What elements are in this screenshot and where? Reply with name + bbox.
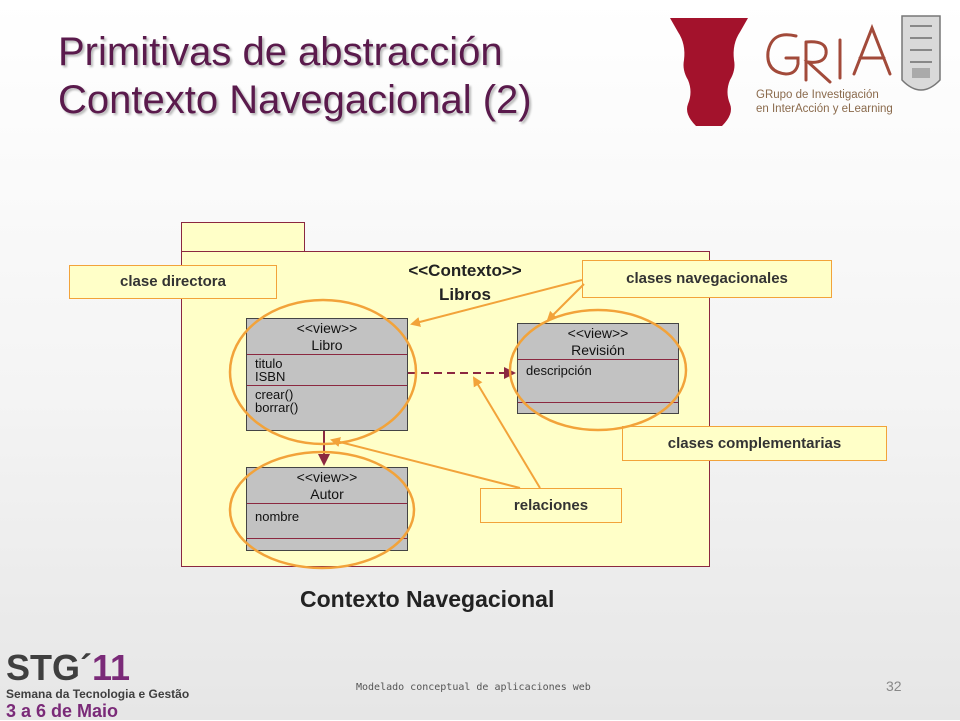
package-name: <<Contexto>> Libros <box>380 259 550 307</box>
package-stereotype: <<Contexto>> <box>408 261 522 280</box>
class-revision-name: Revisión <box>571 342 625 358</box>
class-revision-stereotype: <<view>> <box>567 325 629 341</box>
class-autor-attributes: nombre <box>247 503 407 539</box>
callout-clases-complementarias: clases complementarias <box>622 426 887 461</box>
class-libro-attributes: titulo ISBN <box>247 354 407 385</box>
page-number: 32 <box>886 678 902 694</box>
stg-subtitle: Semana da Tecnologia e Gestão <box>6 687 190 701</box>
stg-dates: 3 a 6 de Maio <box>6 701 119 721</box>
diagram-caption: Contexto Navegacional <box>300 586 555 612</box>
grial-wordmark <box>766 23 932 84</box>
class-autor-name: Autor <box>310 486 344 502</box>
grial-logo <box>670 15 941 126</box>
class-revision-header: <<view>> Revisión <box>518 324 678 359</box>
class-autor-header: <<view>> Autor <box>247 468 407 503</box>
class-attribute: nombre <box>255 509 300 524</box>
class-revision-attributes: descripción <box>518 359 678 403</box>
package-tab <box>181 222 305 252</box>
class-operation: borrar() <box>255 400 299 415</box>
package-title: Libros <box>439 285 491 304</box>
class-autor: <<view>> Autor nombre <box>246 467 408 551</box>
class-attribute: descripción <box>526 363 592 378</box>
grial-subtitle: GRupo de Investigación en InterAcción y … <box>756 88 956 116</box>
class-libro-name: Libro <box>311 337 343 353</box>
callout-relaciones: relaciones <box>480 488 622 523</box>
faces-vase-icon <box>670 18 748 126</box>
class-libro-stereotype: <<view>> <box>296 320 358 336</box>
class-autor-stereotype: <<view>> <box>296 469 358 485</box>
class-revision: <<view>> Revisión descripción <box>517 323 679 414</box>
grial-subtitle-line-2: en InterAcción y eLearning <box>756 103 893 115</box>
callout-clases-navegacionales: clases navegacionales <box>582 260 832 298</box>
stg-wordmark: STG´11 <box>6 650 130 686</box>
footer-text: Modelado conceptual de aplicaciones web <box>356 682 591 693</box>
slide-title-line-1: Primitivas de abstracción <box>58 30 503 74</box>
stg-wordmark-number: 11 <box>92 647 131 688</box>
crest-icon <box>901 15 941 91</box>
callout-clase-directora: clase directora <box>69 265 277 299</box>
slide-title-line-2: Contexto Navegacional (2) <box>58 78 532 122</box>
class-libro-operations: crear() borrar() <box>247 385 407 416</box>
class-attribute: ISBN <box>255 369 286 384</box>
class-libro: <<view>> Libro titulo ISBN crear() borra… <box>246 318 408 431</box>
grial-subtitle-line-1: GRupo de Investigación <box>756 89 879 101</box>
stg-event-logo: STG´11 Semana da Tecnologia e Gestão 3 a… <box>6 650 190 721</box>
slide-title: Primitivas de abstracción Contexto Naveg… <box>58 28 532 124</box>
class-libro-header: <<view>> Libro <box>247 319 407 354</box>
stg-wordmark-main: STG´ <box>6 647 92 688</box>
